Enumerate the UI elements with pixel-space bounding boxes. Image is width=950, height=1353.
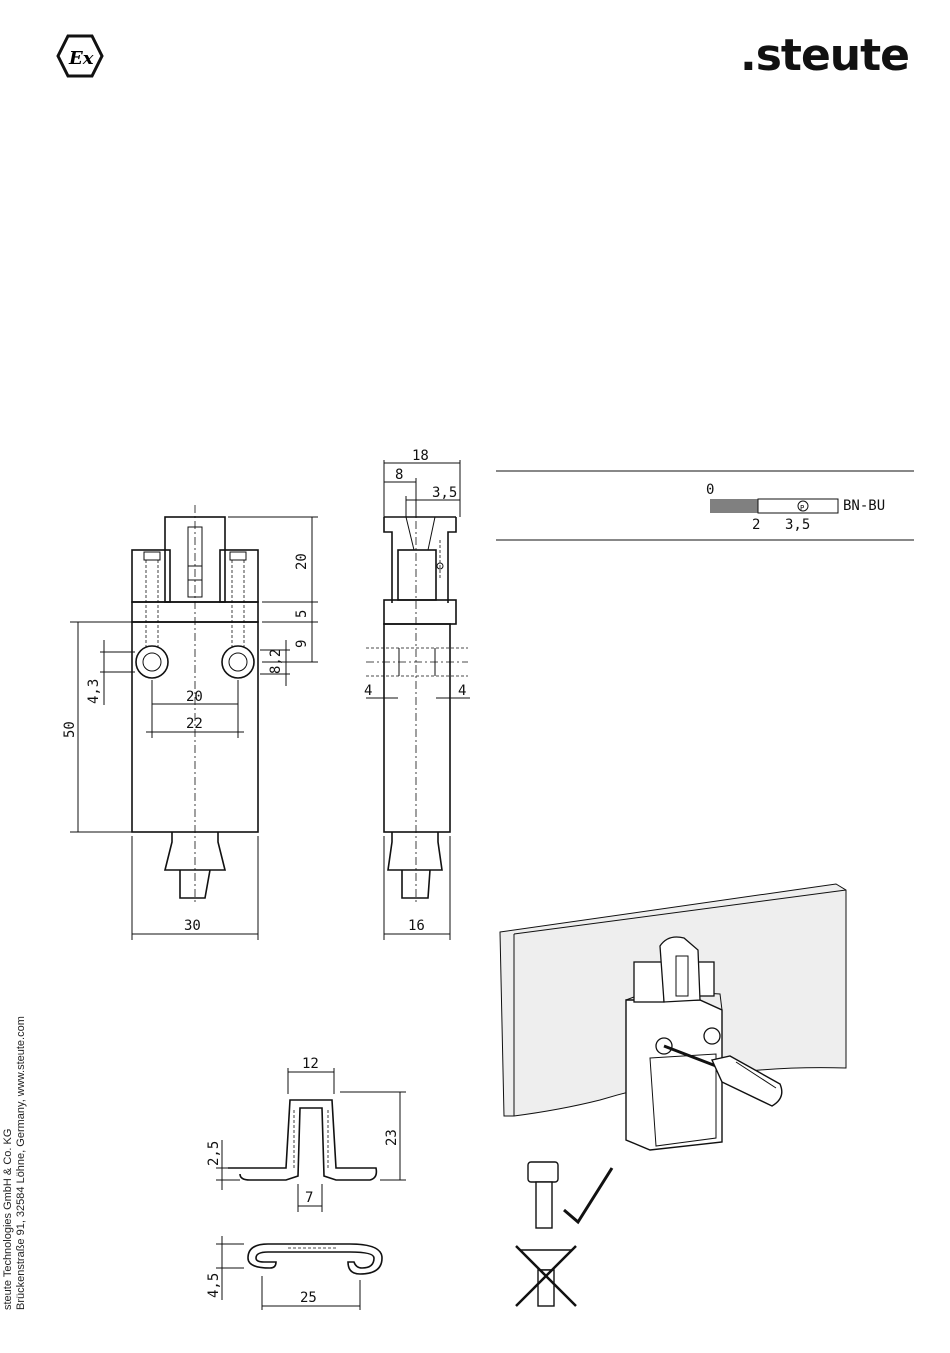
cross-icon [516,1246,576,1306]
footer-company: steute Technologies GmbH & Co. KG [2,1016,15,1310]
dim-actuator-travel: 3,5 [432,485,457,501]
dim-bracket-slot: 7 [305,1190,313,1206]
dim-side-depth: 16 [408,918,425,934]
diagram-start: 0 [706,482,714,498]
dim-bracket-thickness: 2,5 [206,1141,222,1166]
dim-hole-diameter: 4,3 [86,679,102,704]
company-footer: steute Technologies GmbH & Co. KG Brücke… [2,1016,28,1310]
dim-hole-offset: 9 [294,640,310,648]
side-view: 18 8 3,5 4 4 16 [364,448,470,940]
dim-body-height: 50 [62,721,78,738]
contact-closed-bar [710,499,758,513]
svg-text:P: P [800,504,804,512]
diagram-mark-2: 3,5 [785,517,810,533]
bracket-view: 12 23 2,5 7 4,5 25 [206,1056,406,1310]
front-view: 20 5 9 8,2 4,3 50 20 22 30 [62,505,318,940]
dim-side-width: 18 [412,448,429,464]
dim-bracket-width: 12 [302,1056,319,1072]
dim-bracket-height: 23 [384,1129,400,1146]
dim-body-width: 30 [184,918,201,934]
mounting-illustration [500,884,846,1306]
check-icon [528,1162,612,1228]
dim-actuator-height: 20 [294,553,310,570]
dim-side-offset: 8 [395,467,403,483]
switching-diagram: P 0 2 3,5 BN-BU [496,471,914,540]
diagram-mark-1: 2 [752,517,760,533]
dim-right-inset: 4 [458,683,466,699]
dim-left-inset: 4 [364,683,372,699]
footer-address: Brückenstraße 91, 32584 Löhne, Germany, … [15,1016,28,1310]
dim-bracket-depth: 4,5 [206,1273,222,1298]
dim-lug-spacing: 22 [186,716,203,732]
dim-band-height: 5 [294,610,310,618]
dim-lug-diameter: 8,2 [268,649,284,674]
dim-bracket-length: 25 [300,1290,317,1306]
diagram-contact-label: BN-BU [843,498,885,514]
dim-hole-spacing: 20 [186,689,203,705]
